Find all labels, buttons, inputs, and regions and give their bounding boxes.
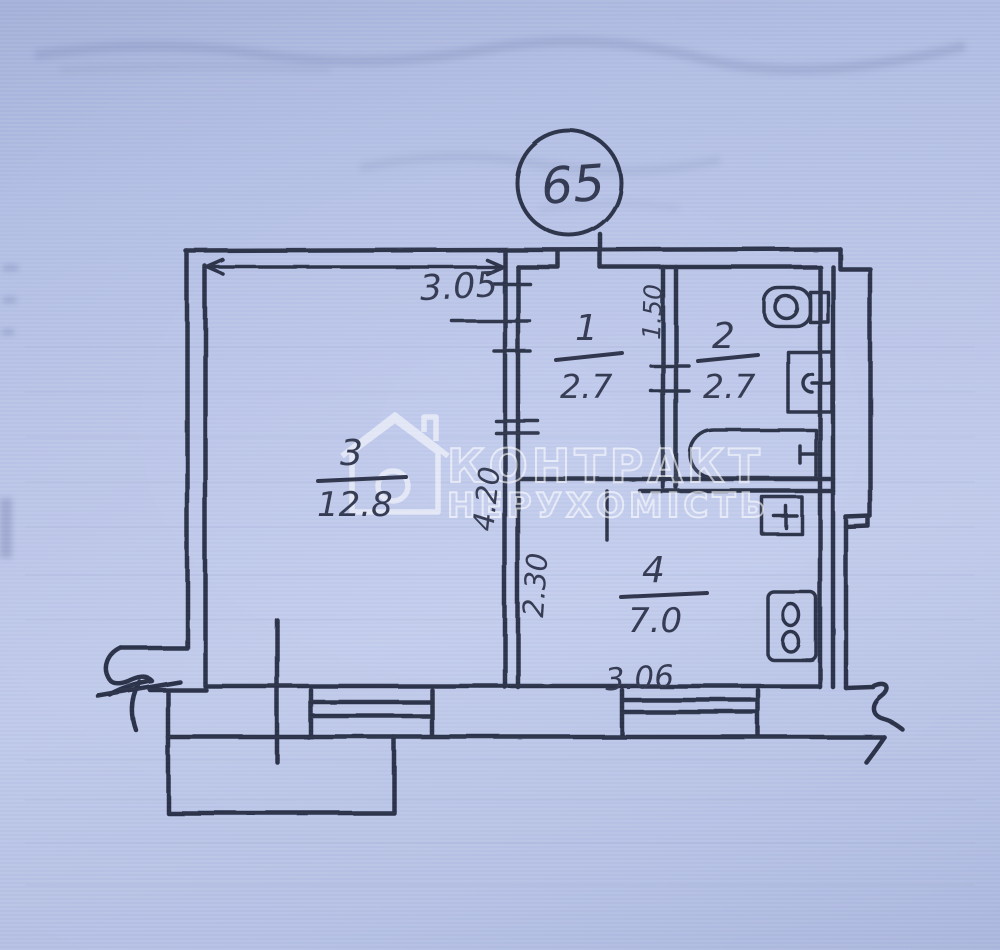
- wall-room3-hall-ticks: [450, 282, 540, 435]
- fixtures: [688, 286, 834, 662]
- room-1-number: 1: [575, 308, 598, 349]
- balcony-outline: [165, 734, 397, 816]
- dimension-line-top: [205, 258, 505, 276]
- wall-right-notch: [843, 514, 871, 530]
- room-4-number: 4: [642, 550, 665, 591]
- room-1-underline: [554, 351, 624, 362]
- room-4-underline: [619, 591, 709, 599]
- paper-bleedthrough-artifacts: [0, 36, 967, 558]
- bathtub-icon: [688, 428, 819, 480]
- watermark: КОНТРАКТ НЕРУХОМІСТЬ: [340, 412, 769, 527]
- bathroom-sink-icon: [786, 350, 834, 414]
- room-1-area: 2.7: [560, 367, 612, 406]
- room-2-number: 2: [712, 316, 735, 357]
- wall-right-inner: [817, 264, 836, 690]
- apartment-number: 65: [539, 154, 607, 216]
- labels: 65 3.05 1 2.7 2 2.7 3 12.8 4 7.0 3.06 1.…: [316, 154, 760, 699]
- dim-top-width: 3.05: [419, 265, 499, 309]
- watermark-line1: КОНТРАКТ: [447, 439, 764, 493]
- window-kitchen: [619, 687, 761, 739]
- wall-hall-bath-ticks: [649, 364, 691, 393]
- walls: [95, 129, 905, 816]
- room-3-area: 12.8: [317, 485, 393, 525]
- wall-left-outer: [118, 248, 190, 651]
- dim-kitchen-width: 3.06: [604, 659, 675, 699]
- dim-hall-width: 1.50: [637, 284, 668, 341]
- room-2-area: 2.7: [703, 367, 755, 406]
- wall-right-bottom-step: [843, 684, 876, 691]
- watermark-line2: НЕРУХОМІСТЬ: [447, 486, 769, 526]
- dim-room3-depth: 4.20: [466, 465, 507, 533]
- house-icon: [340, 412, 450, 515]
- stove-icon: [766, 590, 818, 662]
- window-living-room: [308, 687, 435, 739]
- break-line-right-tail: [863, 734, 887, 765]
- room-4-area: 7.0: [628, 601, 682, 641]
- dim-kitchen-depth: 2.30: [516, 552, 554, 619]
- break-line-left-tail: [130, 679, 143, 733]
- room-3-underline: [316, 475, 408, 483]
- wall-left-resume: [147, 687, 209, 740]
- room-3-number: 3: [340, 433, 363, 474]
- room-2-underline: [696, 353, 760, 363]
- wall-top-outer: [183, 246, 843, 254]
- kitchen-sink-icon: [760, 495, 804, 536]
- break-line-right: [870, 682, 905, 732]
- wall-right-outer: [837, 246, 873, 691]
- apartment-number-circle: [515, 129, 623, 237]
- toilet-icon: [762, 286, 830, 328]
- paper-ruled-ghost-lines: [25, 346, 975, 886]
- wall-hall-bath: [660, 264, 679, 490]
- wall-top-inner: [515, 248, 823, 270]
